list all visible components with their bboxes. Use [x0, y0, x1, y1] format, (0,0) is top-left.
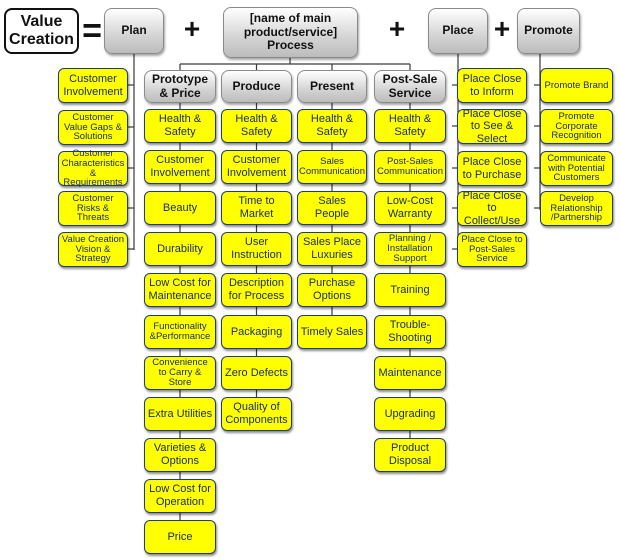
process-item: Convenience to Carry & Store — [144, 356, 216, 390]
plan-header: Plan — [104, 8, 164, 54]
process-item: Timely Sales — [297, 315, 367, 349]
plus-sign-1: + — [183, 13, 201, 44]
process-item: Zero Defects — [221, 356, 292, 390]
process-item: Quality of Components — [221, 397, 292, 431]
process-item: Low-Cost Warranty — [374, 191, 446, 225]
process-column-header: Post-Sale Service — [374, 70, 446, 103]
process-item: Maintenance — [374, 356, 446, 390]
process-item: Sales People — [297, 191, 367, 225]
process-item: Health & Safety — [374, 109, 446, 143]
process-item: Purchase Options — [297, 273, 367, 307]
process-item: Health & Safety — [221, 109, 292, 143]
process-item: Low Cost for Operation — [144, 479, 216, 513]
plan-item: Value Creation Vision & Strategy — [58, 232, 128, 267]
process-item: Sales Communication — [297, 150, 367, 184]
promote-item: Communicate with Potential Customers — [540, 151, 613, 186]
process-item: Training — [374, 273, 446, 307]
place-item: Place Close to Inform — [457, 68, 527, 103]
plus-sign-2: + — [388, 13, 406, 44]
process-item: Customer Involvement — [221, 150, 292, 184]
process-item: Health & Safety — [297, 109, 367, 143]
equals-sign: = — [82, 12, 102, 50]
process-item: Price — [144, 520, 216, 554]
promote-header: Promote — [517, 8, 580, 54]
process-item: Health & Safety — [144, 109, 216, 143]
plan-item: Customer Value Gaps & Solutions — [58, 110, 128, 145]
process-item: Customer Involvement — [144, 150, 216, 184]
process-item: User Instruction — [221, 232, 292, 266]
process-item: Product Disposal — [374, 438, 446, 472]
place-header: Place — [428, 8, 488, 54]
place-item: Place Close to Purchase — [457, 151, 527, 186]
process-column-header: Produce — [221, 70, 292, 103]
value-creation-title: Value Creation — [4, 8, 79, 54]
process-item: Extra Utilities — [144, 397, 216, 431]
process-column-header: Present — [297, 70, 367, 103]
place-item: Place Close to Post-Sales Service — [457, 232, 527, 267]
plan-item: Customer Risks & Threats — [58, 191, 128, 226]
process-item: Beauty — [144, 191, 216, 225]
process-item: Sales Place Luxuries — [297, 232, 367, 266]
plan-item: Customer Involvement — [58, 68, 128, 103]
promote-item: Promote Corporate Recognition — [540, 109, 613, 144]
process-item: Varieties & Options — [144, 438, 216, 472]
process-item: Time to Market — [221, 191, 292, 225]
process-item: Upgrading — [374, 397, 446, 431]
process-item: Post-Sales Communication — [374, 150, 446, 184]
process-item: Planning / Installation Support — [374, 232, 446, 266]
process-header: [name of main product/service] Process — [223, 7, 358, 58]
process-item: Durability — [144, 232, 216, 266]
process-item: Description for Process — [221, 273, 292, 307]
promote-item: Develop Relationship /Partnership — [540, 191, 613, 226]
process-item: Functionality &Performance — [144, 315, 216, 349]
process-item: Trouble-Shooting — [374, 315, 446, 349]
place-item: Place Close to Collect/Use — [457, 190, 527, 227]
place-item: Place Close to See & Select — [457, 108, 527, 145]
process-item: Packaging — [221, 315, 292, 349]
plus-sign-3: + — [493, 13, 511, 44]
promote-item: Promote Brand — [540, 68, 613, 103]
process-column-header: Prototype & Price — [144, 70, 216, 103]
process-item: Low Cost for Maintenance — [144, 273, 216, 307]
plan-item: Customer Characteristics & Requirements — [58, 148, 128, 188]
